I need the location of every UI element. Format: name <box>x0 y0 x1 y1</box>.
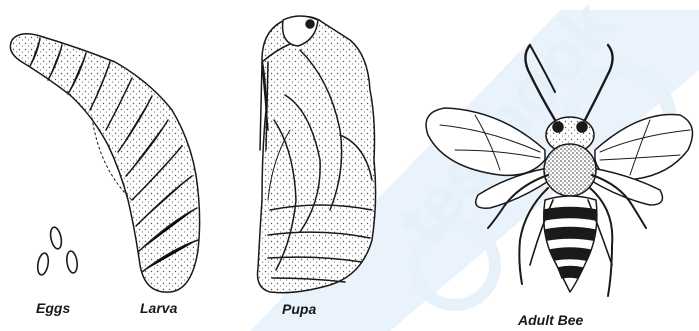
pupa-illustration <box>258 16 376 293</box>
eggs-label: Eggs <box>36 300 70 316</box>
bee-eye <box>577 122 587 132</box>
egg <box>66 250 79 273</box>
egg <box>36 252 50 275</box>
bee-thorax <box>544 144 596 196</box>
bee-eye <box>553 122 563 132</box>
eggs-illustration <box>36 226 78 276</box>
pupa-eye <box>306 20 314 28</box>
egg <box>49 226 63 250</box>
larva-label: Larva <box>140 300 178 316</box>
larva-illustration <box>10 34 199 292</box>
pupa-label: Pupa <box>282 301 316 317</box>
adult-bee-label: Adult Bee <box>517 312 584 328</box>
